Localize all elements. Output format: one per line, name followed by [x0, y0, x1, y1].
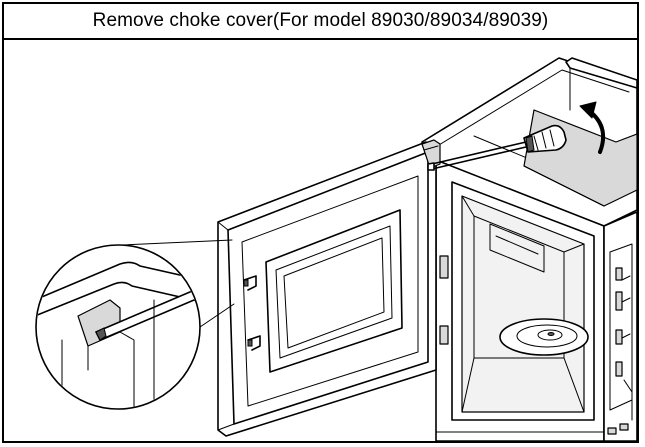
magnified-detail-inset: [35, 239, 235, 410]
figure-title: Remove choke cover(For model 89030/89034…: [92, 10, 549, 31]
illustration-area: [4, 40, 637, 441]
curved-arrow-icon: [579, 101, 605, 154]
microwave-body: [421, 57, 637, 441]
title-bar: Remove choke cover(For model 89030/89034…: [4, 4, 637, 40]
figure-frame: Remove choke cover(For model 89030/89034…: [2, 2, 639, 443]
screwdriver-icon: [427, 124, 567, 171]
microwave-door: [217, 139, 441, 437]
microwave-illustration: [35, 57, 637, 441]
